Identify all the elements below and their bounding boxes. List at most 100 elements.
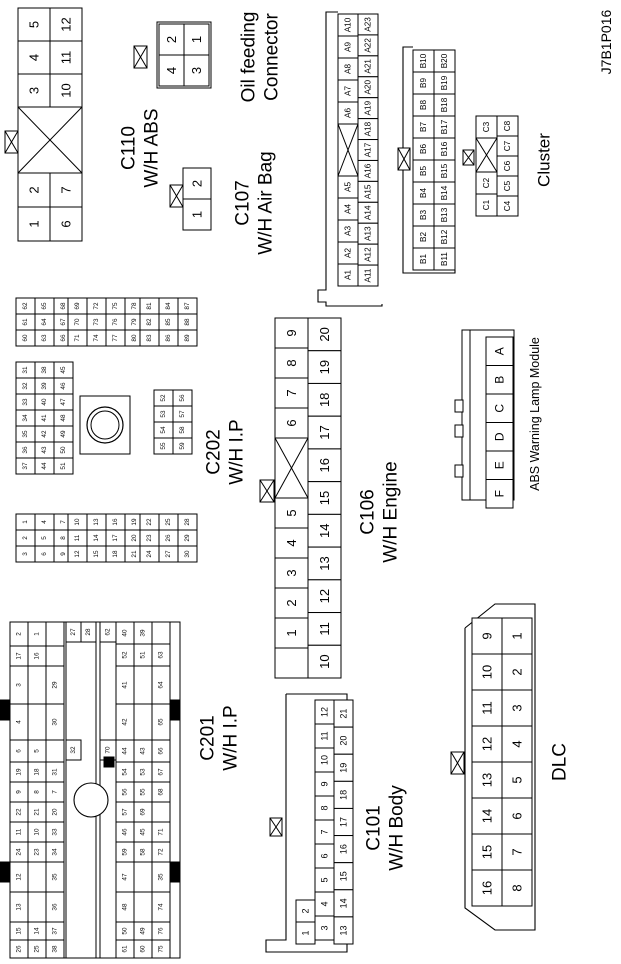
pin-label: 44 [122, 747, 129, 755]
c201-pin [45, 621, 65, 647]
oil-pin [183, 23, 210, 56]
pin-label: 62 [22, 302, 29, 310]
pin-label: B18 [440, 97, 449, 112]
pin-label: 12 [320, 707, 330, 717]
cavity-cross [17, 106, 83, 174]
pin-label: 74 [158, 903, 165, 911]
pin-label: A22 [364, 38, 373, 53]
pin-label: 13 [93, 518, 100, 526]
dlc-pin [471, 761, 503, 799]
abs-module-pin [485, 422, 514, 452]
c106-pin [274, 407, 309, 439]
pin-label: B9 [419, 78, 428, 88]
pin-label: 67 [158, 768, 165, 776]
pin-label: 17 [112, 534, 119, 542]
pin-label: A14 [364, 205, 373, 220]
c101-pin [333, 916, 354, 945]
pin-label: F [493, 490, 507, 497]
pin-label: 56 [179, 394, 186, 402]
pin-label: 52 [122, 651, 129, 659]
pin-label: 18 [34, 768, 41, 776]
pin-label: 23 [146, 534, 153, 542]
pin-label: 33 [22, 398, 29, 406]
c202-pin [177, 329, 198, 347]
c201-pin [27, 891, 47, 923]
pin-label: A12 [364, 247, 373, 262]
pin-label: 5 [27, 21, 42, 28]
cavity-cross [337, 123, 359, 177]
pin-label: 83 [146, 334, 153, 342]
pin-label: 88 [184, 318, 191, 326]
pin-label: C6 [503, 160, 512, 171]
pin-label: 25 [165, 518, 172, 526]
pin-label: 62 [105, 628, 112, 636]
pin-label: B8 [419, 100, 428, 110]
pin-label: 36 [22, 446, 29, 454]
pin-label: 19 [339, 763, 349, 773]
c106-pin [274, 497, 309, 529]
c110-code: C110 [119, 126, 140, 170]
pin-label: 57 [122, 808, 129, 816]
c201-pin [27, 665, 47, 705]
pin-label: 53 [160, 410, 167, 418]
oil-name-line2: Connector [262, 13, 283, 101]
pin-label: 66 [158, 747, 165, 755]
c106-pin [307, 579, 342, 614]
pin-label: A3 [344, 226, 353, 236]
pin-label: 4 [284, 539, 299, 546]
pin-label: 9 [284, 329, 299, 336]
pin-label: 45 [60, 366, 67, 374]
pin-label: 5 [34, 749, 41, 753]
pin-label: 23 [34, 848, 41, 856]
c106-name: W/H Engine [381, 461, 402, 562]
c110-pin [49, 7, 83, 42]
pin-label: B19 [440, 75, 449, 90]
pin-label: 7 [60, 520, 67, 524]
c106-pin [274, 317, 309, 349]
pin-label: 59 [122, 848, 129, 856]
pin-label: 28 [184, 518, 191, 526]
pin-label: 22 [16, 808, 23, 816]
pin-label: 19 [317, 360, 332, 374]
pin-label: 16 [34, 652, 41, 660]
c201-name: W/H I.P [221, 705, 242, 770]
pin-label: 39 [140, 629, 147, 637]
c201-code: C201 [198, 715, 219, 760]
c106-code: C106 [358, 489, 379, 534]
pin-label: 47 [60, 398, 67, 406]
c106-pin [307, 612, 342, 646]
pin-label: 12 [480, 737, 495, 751]
pin-label: 75 [158, 945, 165, 953]
pin-label: 8 [510, 884, 525, 891]
dlc-name: DLC [550, 743, 571, 781]
pin-label: 5 [510, 776, 525, 783]
pin-label: 36 [52, 903, 59, 911]
pin-label: 20 [131, 534, 138, 542]
c201-clip [0, 699, 11, 721]
pin-label: A18 [364, 121, 373, 136]
pin-label: 60 [22, 334, 29, 342]
pin-label: 1 [34, 632, 41, 636]
pin-label: A17 [364, 142, 373, 157]
pin-label: 60 [140, 945, 147, 953]
pin-label: 4 [320, 901, 330, 906]
pin-label: A1 [344, 270, 353, 280]
c201-pin [45, 939, 65, 959]
pin-label: 35 [22, 430, 29, 438]
c107-pin [182, 198, 212, 231]
pin-label: 12 [74, 550, 81, 558]
pin-label: 34 [22, 414, 29, 422]
pin-label: B14 [440, 185, 449, 200]
pin-label: B4 [419, 188, 428, 198]
pin-label: 1 [301, 930, 311, 935]
pin-label: 3 [510, 704, 525, 711]
pin-label: A [493, 347, 507, 355]
cavity-cross [450, 751, 465, 775]
pin-label: 31 [22, 366, 29, 374]
pin-label: 69 [140, 808, 147, 816]
pin-label: 1 [510, 632, 525, 639]
pin-label: 9 [480, 632, 495, 639]
c202-code: C202 [204, 429, 225, 474]
c201-pin [151, 801, 171, 823]
